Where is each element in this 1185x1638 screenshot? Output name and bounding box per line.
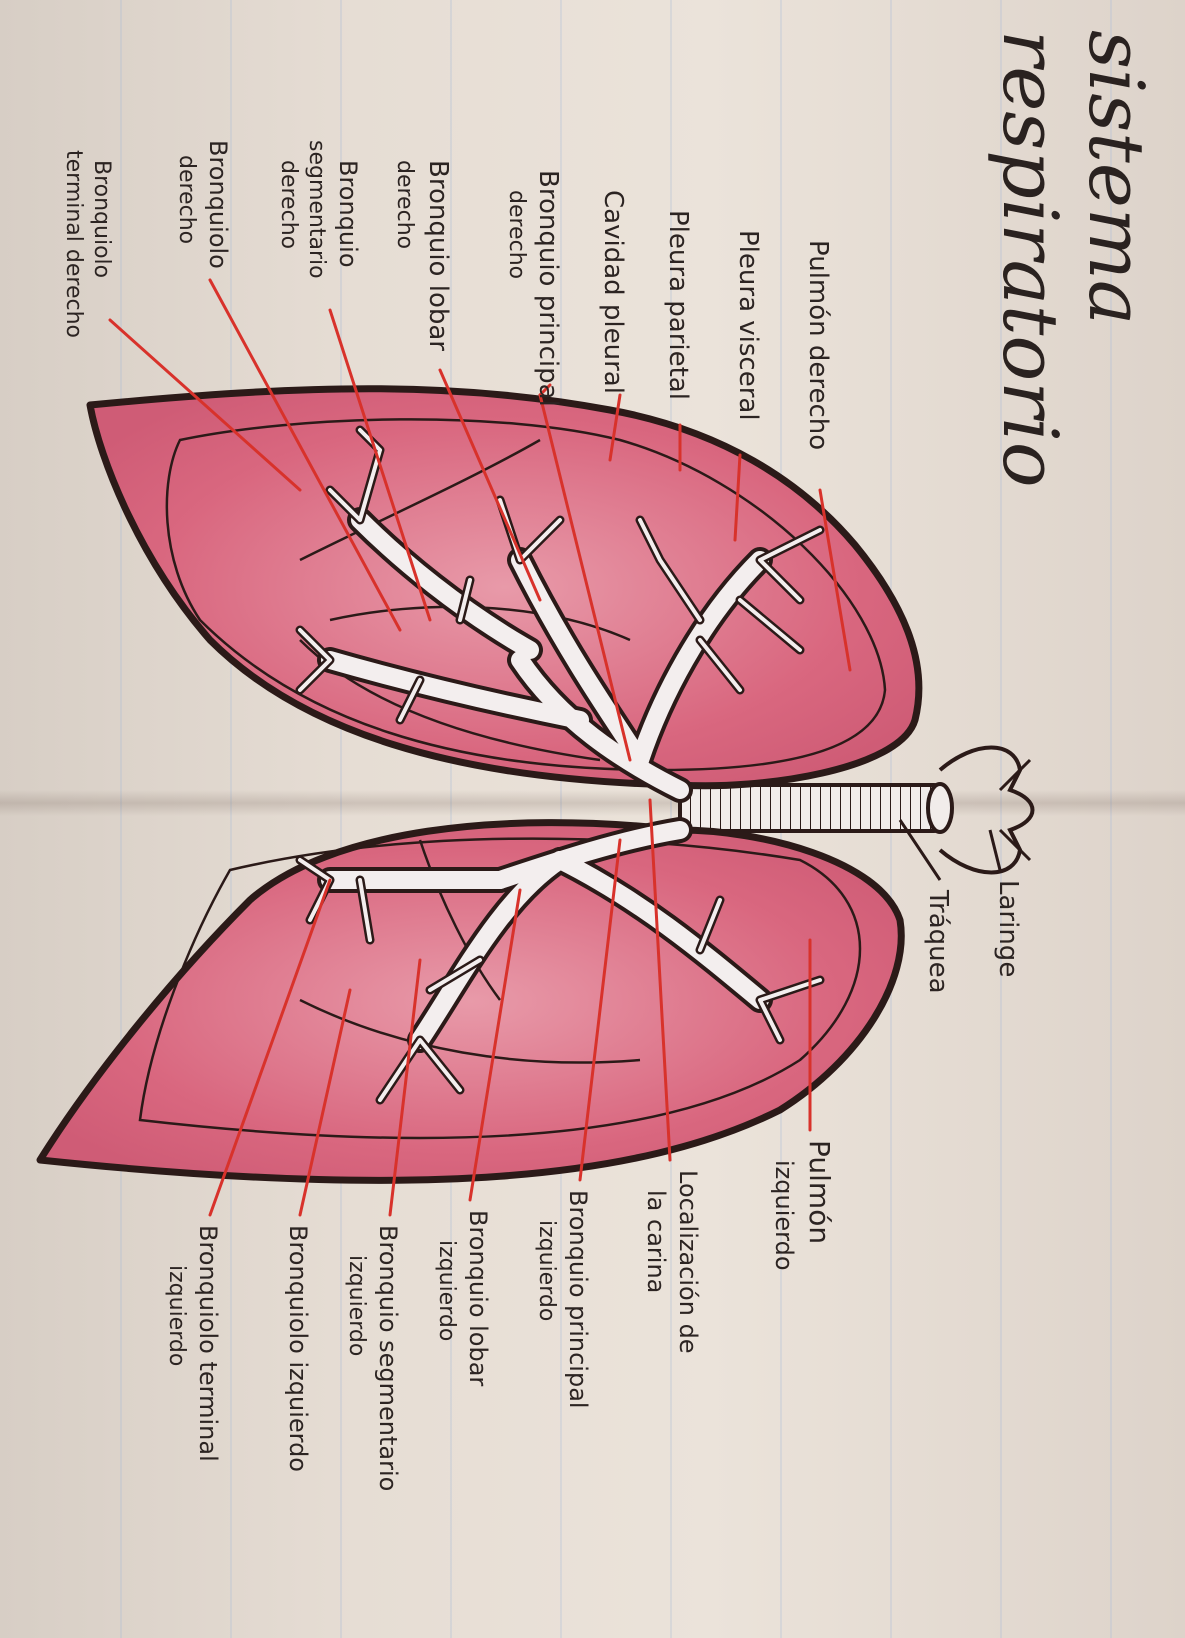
title-line-2: respiratorio (986, 30, 1075, 488)
svg-text:derecho: derecho (174, 155, 199, 244)
svg-text:Bronquiolo izquierdo: Bronquiolo izquierdo (284, 1225, 312, 1472)
svg-text:izquierdo: izquierdo (164, 1265, 189, 1366)
left-label-bronquiolo-izquierdo: Bronquiolo izquierdo (284, 1225, 312, 1472)
right-label-bronquio-segmentario-derecho: Bronquio segmentario derecho (276, 140, 362, 279)
svg-text:derecho: derecho (276, 160, 301, 249)
svg-text:Bronquio lobar: Bronquio lobar (423, 160, 453, 351)
svg-text:Bronquiolo: Bronquiolo (204, 140, 232, 269)
right-label-bronquiolo-terminal-derecho: Bronquiolo terminal derecho (61, 150, 114, 338)
right-label-bronquiolo-derecho: Bronquiolo derecho (174, 140, 232, 269)
svg-text:Pulmón derecho: Pulmón derecho (803, 240, 833, 450)
svg-text:derecho: derecho (392, 160, 417, 249)
svg-text:Bronquio principal: Bronquio principal (564, 1190, 592, 1409)
trachea (680, 784, 952, 832)
left-label-traquea: Tráquea (923, 889, 953, 994)
svg-text:Pulmón: Pulmón (803, 1140, 836, 1244)
svg-text:Bronquio segmentario: Bronquio segmentario (374, 1225, 402, 1491)
svg-text:izquierdo: izquierdo (434, 1240, 459, 1341)
svg-text:Tráquea: Tráquea (923, 889, 953, 994)
right-label-pleura-visceral: Pleura visceral (733, 230, 763, 421)
left-label-carina: Localización de la carina (642, 1170, 702, 1354)
svg-text:Laringe: Laringe (993, 880, 1023, 977)
left-label-pulmon-izquierdo: Pulmón izquierdo (770, 1140, 836, 1271)
left-label-bronquio-lobar-izquierdo: Bronquio lobar izquierdo (434, 1210, 492, 1386)
svg-text:segmentario: segmentario (304, 140, 329, 279)
svg-text:izquierdo: izquierdo (344, 1255, 369, 1356)
svg-text:Bronquiolo terminal: Bronquiolo terminal (194, 1225, 222, 1462)
svg-text:la carina: la carina (642, 1190, 670, 1293)
svg-text:derecho: derecho (504, 190, 529, 279)
svg-text:Pleura visceral: Pleura visceral (733, 230, 763, 421)
svg-text:Bronquio: Bronquio (334, 160, 362, 268)
right-label-pulmon-derecho: Pulmón derecho (803, 240, 833, 450)
left-label-bronquio-principal-izquierdo: Bronquio principal izquierdo (534, 1190, 592, 1409)
svg-text:izquierdo: izquierdo (534, 1220, 559, 1321)
svg-text:Cavidad pleural: Cavidad pleural (598, 190, 628, 394)
right-label-bronquio-lobar-derecho: Bronquio lobar derecho (392, 160, 453, 351)
right-label-cavidad-pleural: Cavidad pleural (598, 190, 628, 394)
svg-text:terminal derecho: terminal derecho (61, 150, 86, 338)
svg-text:izquierdo: izquierdo (770, 1160, 798, 1271)
left-label-bronquiolo-terminal-izquierdo: Bronquiolo terminal izquierdo (164, 1225, 222, 1462)
svg-text:Localización de: Localización de (674, 1170, 702, 1354)
right-label-pleura-parietal: Pleura parietal (663, 210, 693, 400)
svg-text:Bronquio principal: Bronquio principal (533, 170, 563, 407)
left-label-bronquio-segmentario-izquierdo: Bronquio segmentario izquierdo (344, 1225, 402, 1491)
svg-text:Bronquiolo: Bronquiolo (89, 160, 114, 278)
left-label-laringe: Laringe (993, 880, 1023, 977)
svg-text:Bronquio lobar: Bronquio lobar (464, 1210, 492, 1386)
right-label-bronquio-principal-derecho: Bronquio principal derecho (504, 170, 563, 407)
title-line-1: sistema (1072, 30, 1161, 325)
title-group: sistema respiratorio (986, 30, 1161, 488)
svg-text:Pleura parietal: Pleura parietal (663, 210, 693, 400)
right-lung (90, 389, 919, 786)
